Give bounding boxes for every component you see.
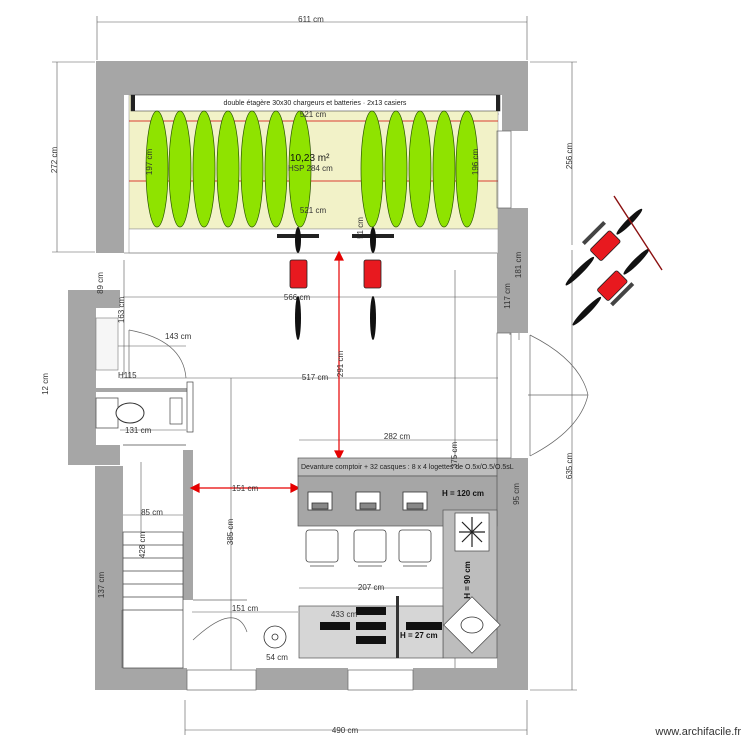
stools: [305, 529, 432, 567]
wc-width-dim: 143 cm: [165, 332, 192, 341]
rack-right-dim: 196 cm: [471, 149, 480, 176]
rack-bottom-dim: 521 cm: [300, 206, 327, 215]
wc-room: [95, 317, 194, 446]
counter-width-dim: 282 cm: [384, 432, 411, 441]
wc-door-label: H115: [118, 371, 137, 380]
counter: [297, 457, 501, 659]
gap-151-top-dim: 151 cm: [232, 484, 259, 493]
walls: [68, 61, 528, 690]
room-385-dim: 385 cm: [226, 519, 235, 546]
rack-title: double étagère 30x30 chargeurs et batter…: [224, 100, 407, 107]
stair-side-dim: 137 cm: [97, 572, 106, 599]
wc-side-dim: 12 cm: [41, 373, 50, 395]
shelf-433-dim: 433 cm: [331, 610, 358, 619]
counter-note: Devanture comptoir + 32 casques : 8 x 4 …: [301, 464, 514, 471]
lamp-icon: [263, 625, 287, 649]
room-517-dim: 517 cm: [302, 373, 329, 382]
right-117-dim: 117 cm: [503, 283, 512, 309]
hsp-label: HSP 284 cm: [288, 164, 333, 173]
scooter-left: [277, 227, 319, 340]
red-dimension-arrows: [189, 250, 344, 493]
desk-207-dim: 207 cm: [358, 583, 385, 592]
rack-top-dim: 521 cm: [300, 110, 327, 119]
room-width-dim: 566 cm: [284, 293, 311, 302]
wc-bottom-dim: 131 cm: [125, 426, 152, 435]
gap-151-bottom-dim: 151 cm: [232, 604, 259, 613]
corridor-height-dim: 163 cm: [117, 297, 126, 324]
scooter-outside-1: [565, 208, 643, 286]
scooter-right: [352, 227, 394, 340]
counter-height-dim: 375 cm: [450, 442, 459, 469]
surfboard-rack-left: [145, 110, 312, 228]
right-lower-dim: 635 cm: [565, 453, 574, 480]
staircase: [122, 531, 184, 669]
surfboard-rack-right: [360, 110, 479, 228]
counter-height-label: H = 120 cm: [442, 489, 484, 498]
low-shelf: [298, 596, 444, 659]
room-291-dim: 291 cm: [336, 351, 345, 378]
top-dim: 611 cm: [298, 15, 324, 24]
right-181-dim: 181 cm: [514, 252, 523, 279]
sink: [443, 596, 501, 654]
left-upper-dim: 272 cm: [50, 147, 59, 174]
shelf-height-label: H = 27 cm: [400, 631, 438, 640]
rack-small-dim: 51 cm: [356, 217, 365, 239]
area-label: 10,23 m²: [290, 153, 330, 164]
scooter-outside-2: [572, 248, 650, 326]
bottom-dim: 490 cm: [332, 726, 359, 735]
right-upper-dim: 256 cm: [565, 143, 574, 170]
small-wall-dim: 89 cm: [96, 272, 105, 294]
watermark: www.archifacile.fr: [654, 726, 741, 738]
stair-height-dim: 428 cm: [138, 532, 147, 559]
lamp-dim: 54 cm: [266, 653, 288, 662]
right-95-dim: 95 cm: [512, 483, 521, 505]
computer-monitors: [307, 491, 428, 511]
doors: [121, 130, 589, 691]
rack-left-dim: 197 cm: [145, 149, 154, 176]
side-counter-height-label: H = 90 cm: [463, 561, 472, 599]
ice-machine-icon: [459, 517, 485, 547]
stair-width-dim: 85 cm: [141, 508, 163, 517]
